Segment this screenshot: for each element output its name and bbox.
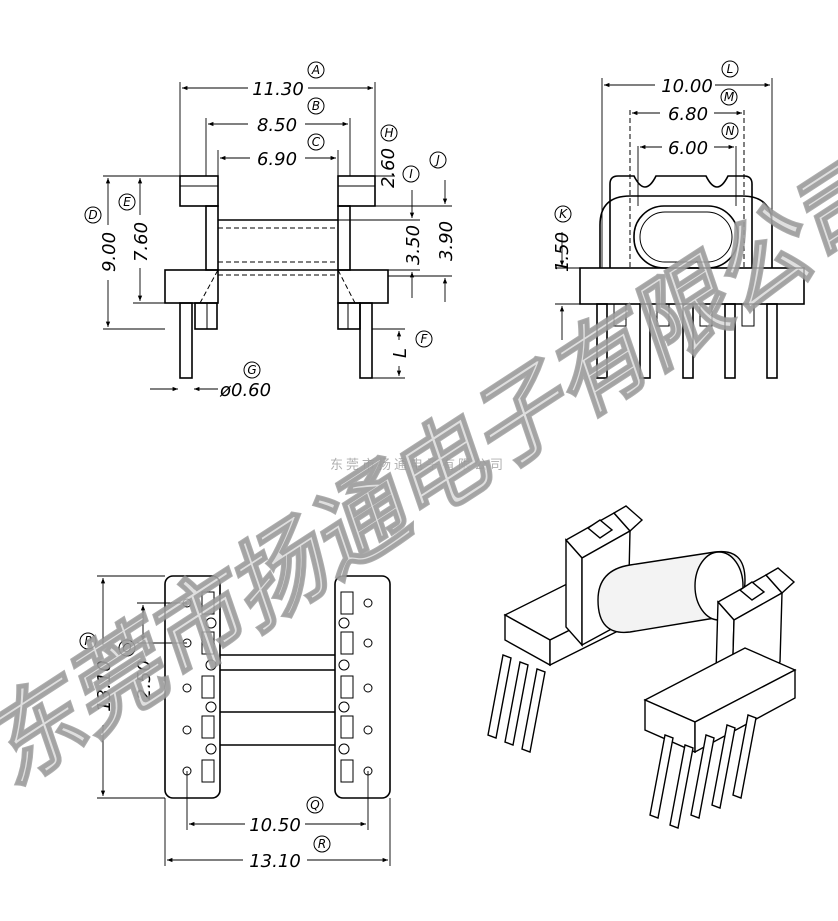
dim-l-value: 10.00: [661, 76, 713, 97]
dim-n-label: N: [726, 124, 735, 138]
dim-q-label: Q: [310, 798, 319, 812]
dim-c-value: 6.90: [257, 149, 297, 170]
isometric-view: [487, 505, 797, 829]
dim-m-label: M: [724, 90, 735, 104]
dim-g-value: ø0.60: [219, 380, 271, 401]
side-view: 10.00 L 6.80 M 6.00 N 1.50 K: [552, 60, 805, 379]
iso-rear-pins: [487, 654, 546, 753]
bottom-view-right-pads: [338, 591, 373, 783]
dim-a-label: A: [311, 63, 320, 77]
dim-e-label: E: [123, 195, 131, 209]
dim-a-value: 11.30: [252, 79, 304, 100]
dim-n-value: 6.00: [668, 138, 708, 159]
dim-i-label: I: [409, 167, 413, 181]
dim-o-label: O: [122, 641, 131, 655]
bottom-view: 13.10 P 2.50 O 10.50 Q 13.10 R: [79, 575, 391, 872]
side-view-pins: [596, 303, 778, 379]
dim-h-label: H: [384, 126, 393, 140]
dim-i-value: 3.50: [403, 225, 424, 265]
bottom-view-left-pads: [182, 591, 217, 783]
dim-r-value: 13.10: [249, 851, 301, 872]
dim-b-value: 8.50: [257, 115, 297, 136]
dim-r-label: R: [318, 837, 326, 851]
dim-p-value: 13.10: [94, 660, 115, 712]
iso-front-pins: [649, 714, 757, 829]
dim-g-label: G: [247, 363, 256, 377]
watermark-small-text: 东莞市扬通电子有限公司: [330, 457, 506, 473]
dim-k-value: 1.50: [552, 232, 573, 272]
dim-l-label: L: [727, 62, 734, 76]
dim-k-label: K: [559, 207, 568, 221]
dim-f-value: L: [390, 348, 411, 358]
dim-j-label: J: [434, 153, 440, 167]
dim-m-value: 6.80: [668, 104, 708, 125]
dim-q-value: 10.50: [249, 815, 301, 836]
dim-h-value: 2.60: [378, 148, 399, 188]
dim-d-label: D: [88, 208, 97, 222]
dim-p-label: P: [84, 634, 92, 648]
dim-o-value: 2.50: [134, 660, 155, 700]
dim-b-label: B: [312, 99, 320, 113]
dim-e-value: 7.60: [131, 222, 152, 262]
dim-j-value: 3.90: [436, 221, 457, 261]
front-view: 11.30 A 8.50 B 6.90 C 9.00 D 7.60 E: [84, 61, 457, 401]
dim-c-label: C: [312, 135, 321, 149]
dim-d-value: 9.00: [99, 232, 120, 272]
dim-f-label: F: [421, 332, 429, 346]
